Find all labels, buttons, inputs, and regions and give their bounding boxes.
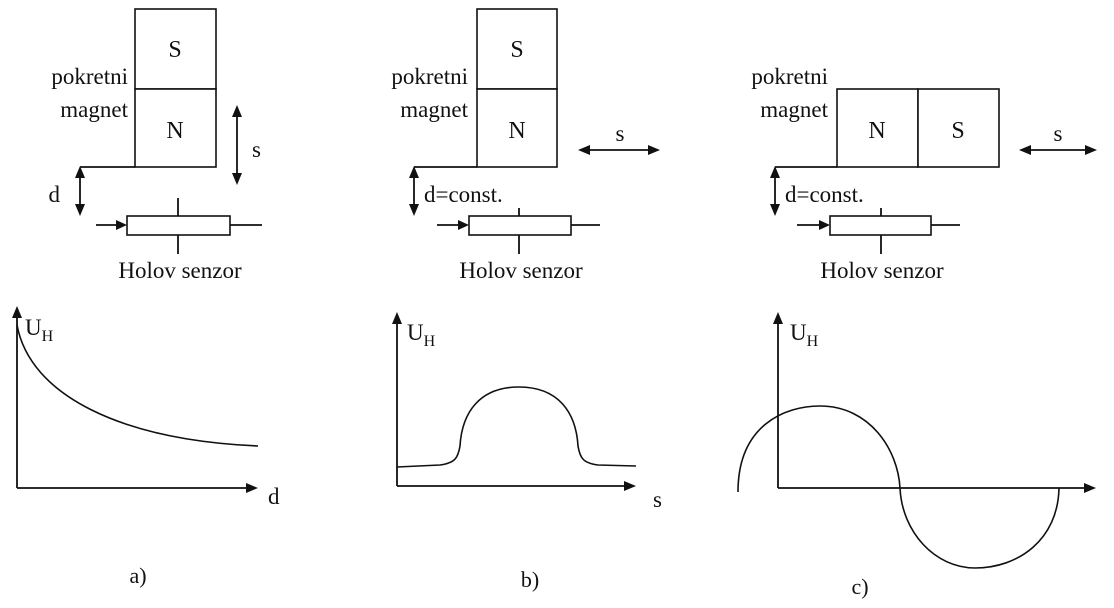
panel-c-magnet-pole-s-box	[917, 88, 1000, 168]
panel-c-curve	[737, 405, 1060, 569]
panel-b-magnet-pole-s-box	[476, 8, 558, 90]
panel-b-caption: b)	[521, 567, 539, 592]
panel-a-graph	[12, 306, 259, 493]
panel-a-sensor-label: Holov senzor	[118, 258, 242, 283]
panel-b-magnet-label-line1: pokretni	[391, 64, 468, 89]
panel-c-pole-s: S	[951, 118, 964, 144]
panel-a-magnet-label-line1: pokretni	[51, 64, 128, 89]
panel-c-magnet: N S	[836, 88, 1000, 168]
panel-b: S N pokretni magnet s d=const.	[391, 8, 662, 592]
panel-b-curve	[396, 386, 637, 468]
panel-b-distance-label: d=const.	[424, 182, 503, 207]
panel-b-magnet-pole-n-box	[476, 88, 558, 168]
panel-c-motion-label: s	[1054, 121, 1063, 146]
panel-a-motion-label: s	[252, 137, 261, 162]
panel-b-pole-s: S	[510, 37, 523, 63]
panel-a-hall-sensor	[96, 198, 262, 254]
panel-b-magnet-label-line2: magnet	[400, 97, 468, 122]
panel-b-sensor-label: Holov senzor	[459, 258, 583, 283]
panel-c-magnet-label-line1: pokretni	[751, 64, 828, 89]
panel-b-y-label: UH	[407, 320, 436, 350]
panel-b-motion-arrow	[578, 145, 660, 155]
panel-c-sensor-label: Holov senzor	[820, 258, 944, 283]
panel-b-distance-arrow	[409, 166, 477, 216]
panel-b-x-label: s	[653, 487, 662, 512]
panel-a-distance-label: d	[49, 182, 61, 207]
panel-b-hall-sensor	[437, 208, 600, 254]
panel-a-distance-arrow	[75, 166, 135, 216]
panel-c-caption: c)	[851, 574, 868, 599]
panel-a-magnet: S N	[134, 8, 217, 168]
panel-a-curve	[16, 324, 259, 447]
panel-c-graph	[737, 312, 1096, 569]
panel-c: N S pokretni magnet s d=const.	[737, 64, 1097, 599]
panel-a-magnet-pole-s-box	[134, 8, 217, 90]
panel-a-motion-arrow	[232, 105, 242, 185]
panel-a-magnet-pole-n-box	[134, 88, 217, 168]
panel-c-magnet-label-line2: magnet	[760, 97, 828, 122]
panel-c-y-label: UH	[790, 320, 819, 350]
panel-b-magnet: S N	[476, 8, 558, 168]
panel-c-magnet-pole-n-box	[836, 88, 919, 168]
panel-a-x-label: d	[268, 484, 280, 509]
panel-a-y-label: UH	[25, 315, 54, 345]
panel-b-motion-label: s	[616, 121, 625, 146]
panel-a-caption: a)	[129, 563, 146, 588]
panel-a-pole-n: N	[166, 118, 183, 144]
panel-c-pole-n: N	[868, 118, 885, 144]
panel-c-motion-arrow	[1019, 145, 1097, 155]
panel-c-distance-label: d=const.	[785, 182, 864, 207]
panel-c-hall-sensor	[797, 208, 960, 254]
panel-a-pole-s: S	[168, 37, 181, 63]
panel-b-pole-n: N	[508, 118, 525, 144]
panel-a-magnet-label-line2: magnet	[60, 97, 128, 122]
panel-b-graph	[392, 312, 637, 491]
panel-c-distance-arrow	[770, 166, 837, 216]
panel-a: S N pokretni magnet s d Holov	[12, 8, 280, 588]
